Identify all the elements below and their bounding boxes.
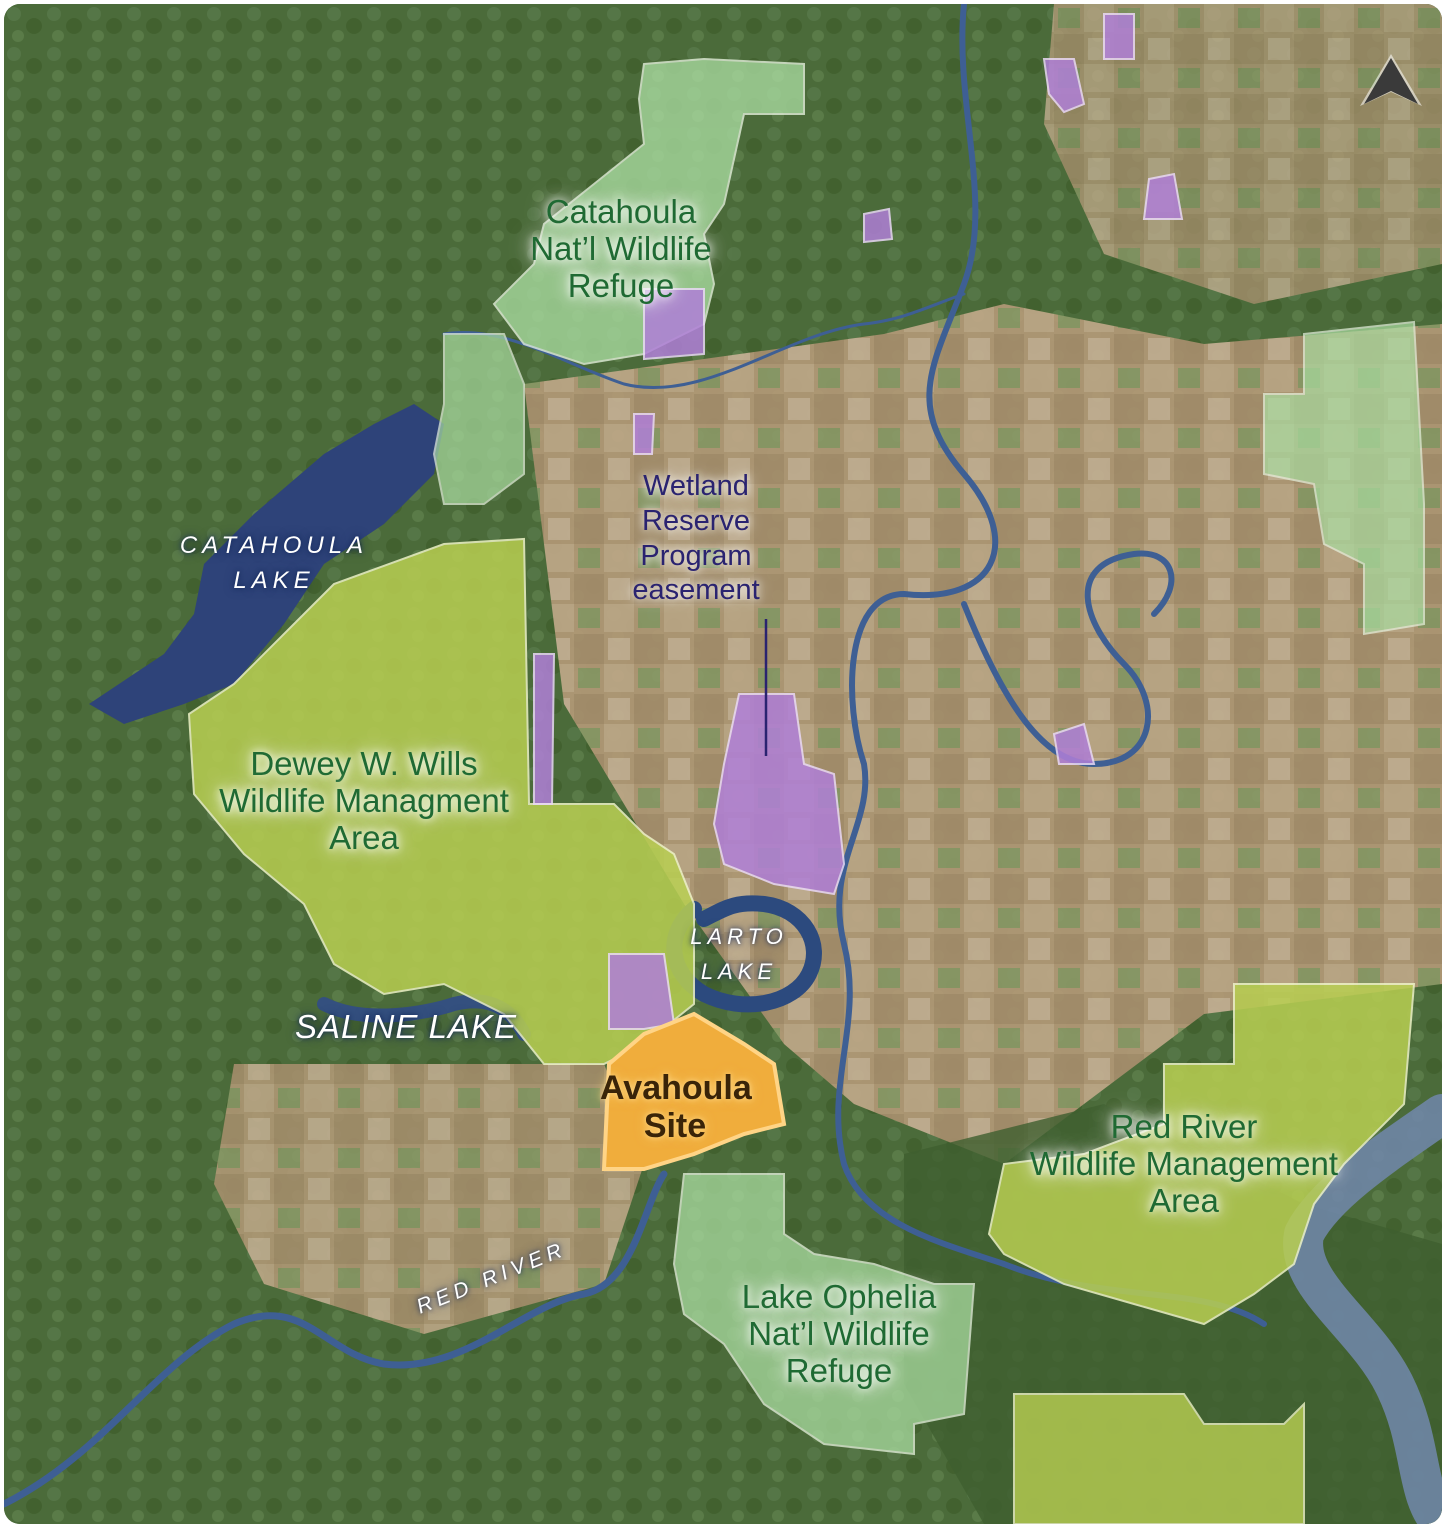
catahoula-nwr-label: Catahoula Nat’l Wildlife Refuge	[530, 193, 712, 304]
catahoula-nwr-south	[432, 333, 525, 505]
red-river-wma-area	[987, 983, 1416, 1326]
dewey-wills-wma-area	[187, 537, 695, 1065]
larto-lake-label: LARTO LAKE	[690, 924, 788, 985]
river-oxbow-east	[961, 550, 1175, 767]
catahoula-lake-label: CATAHOULA LAKE	[179, 532, 369, 594]
wma-patch-east	[1263, 320, 1425, 636]
red-river-line	[4, 1170, 668, 1508]
mississippi-river	[1283, 1094, 1442, 1524]
wrp-easement-river	[1052, 722, 1096, 765]
red-river-wma-south	[1013, 1393, 1305, 1524]
wrp-easement-west	[533, 653, 556, 805]
avahoula-site-area	[601, 1011, 787, 1171]
lake-ophelia-nwr-area	[672, 1173, 976, 1456]
farmland-southwest	[214, 1064, 644, 1334]
farmland-north	[1044, 4, 1442, 304]
map-canvas	[4, 4, 1442, 1524]
wrp-easement-larto	[608, 953, 676, 1030]
saline-lake-label: SALINE LAKE	[295, 1008, 517, 1045]
wrp-easement-ne	[1042, 58, 1086, 114]
wrp-easement-small	[863, 207, 894, 244]
north-arrow-icon	[1360, 54, 1422, 106]
map-frame: Catahoula Nat’l Wildlife Refuge Wetland …	[4, 4, 1442, 1524]
wrp-easement-ne2	[1142, 172, 1184, 220]
wrp-easements	[533, 13, 1184, 1030]
wrp-easement-north	[643, 288, 705, 361]
catahoula-lake-water	[89, 404, 444, 724]
wrp-easement-ne3	[1103, 13, 1135, 60]
wrp-easement-small2	[633, 413, 656, 455]
dewey-wills-wma-label: Dewey W. Wills Wildlife Managment Area	[219, 745, 509, 856]
farmland-east	[524, 304, 1442, 1164]
wrp-easement-label: Wetland Reserve Program easement	[632, 470, 760, 607]
red-river-wma-label: Red River Wildlife Management Area	[1029, 1108, 1339, 1219]
wrp-easement-main	[712, 693, 846, 896]
avahoula-site-label: Avahoula Site	[600, 1069, 752, 1146]
black-river-line	[835, 4, 1267, 1327]
lake-ophelia-nwr-label: Lake Ophelia Nat’l Wildlife Refuge	[741, 1278, 937, 1389]
